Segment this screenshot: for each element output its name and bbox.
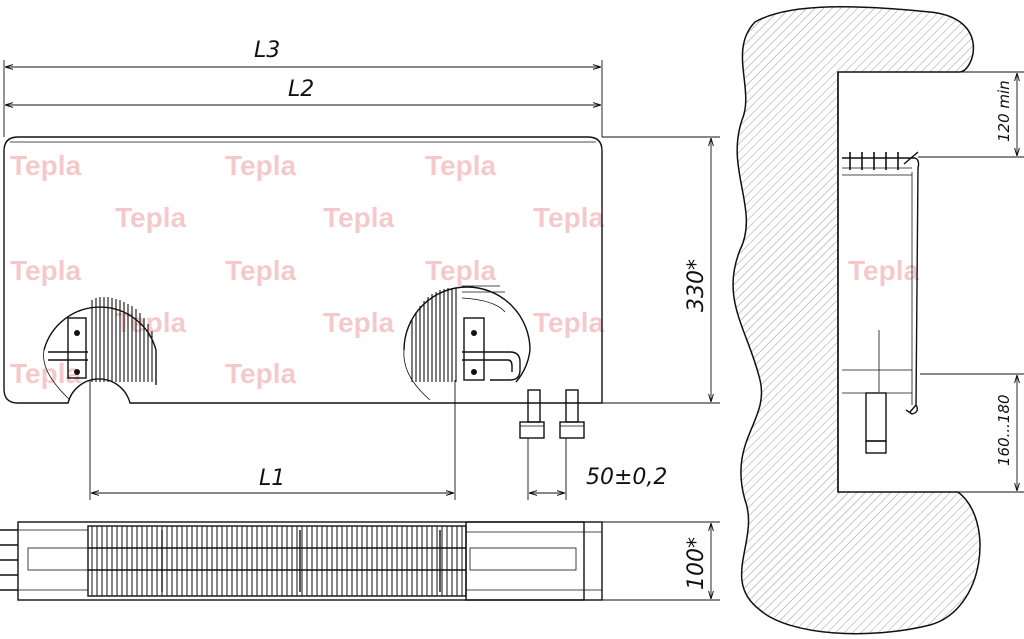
right-heat-exchanger-cutaway (403, 285, 531, 401)
dimension-label-l3: L3 (254, 38, 280, 63)
watermark-text: Tepla (225, 150, 296, 181)
watermark-text: Tepla (533, 307, 604, 338)
dimension-pitch: 50±0,2 (527, 438, 667, 500)
dimension-floor-gap: 160...180 (920, 373, 1024, 493)
watermark-text: Tepla (225, 358, 296, 389)
watermark-text: Tepla (10, 255, 81, 286)
dimension-label-floor-gap: 160...180 (995, 394, 1013, 466)
watermark-text: Tepla (425, 255, 496, 286)
plan-view: 100* (0, 521, 720, 601)
watermark-text: Tepla (533, 202, 604, 233)
dimension-label-pitch: 50±0,2 (586, 465, 667, 490)
left-heat-exchanger-cutaway (43, 297, 157, 401)
panel-outline (3, 136, 603, 404)
dimension-l3: L3 (3, 38, 603, 137)
dimension-height: 330* (602, 136, 720, 404)
dimension-label-l2: L2 (288, 77, 314, 102)
dimension-sill-gap: 120 min (838, 71, 1024, 158)
wall-section (732, 5, 981, 635)
watermark-text: Tepla (323, 307, 394, 338)
connection-pipes (519, 389, 585, 439)
watermark-text: Tepla (10, 150, 81, 181)
side-view-convector (842, 151, 920, 454)
watermark-text: Tepla (323, 202, 394, 233)
watermark-text: Tepla (225, 255, 296, 286)
watermark-text: Tepla (10, 358, 81, 389)
dimension-l2: L2 (5, 77, 601, 105)
watermark-text: Tepla (115, 202, 186, 233)
watermark-text: Tepla (425, 150, 496, 181)
front-view (3, 136, 603, 439)
dimension-label-depth: 100* (684, 537, 709, 590)
dimension-label-l1: L1 (259, 466, 285, 491)
dimension-label-sill-gap: 120 min (995, 80, 1013, 142)
watermark-text: Tepla (115, 307, 186, 338)
dimension-l1: L1 (89, 380, 456, 500)
dimension-label-height: 330* (684, 259, 709, 312)
watermark-text: Tepla (848, 255, 919, 286)
watermarks: Tepla Tepla Tepla Tepla Tepla Tepla Tepl… (10, 150, 919, 389)
